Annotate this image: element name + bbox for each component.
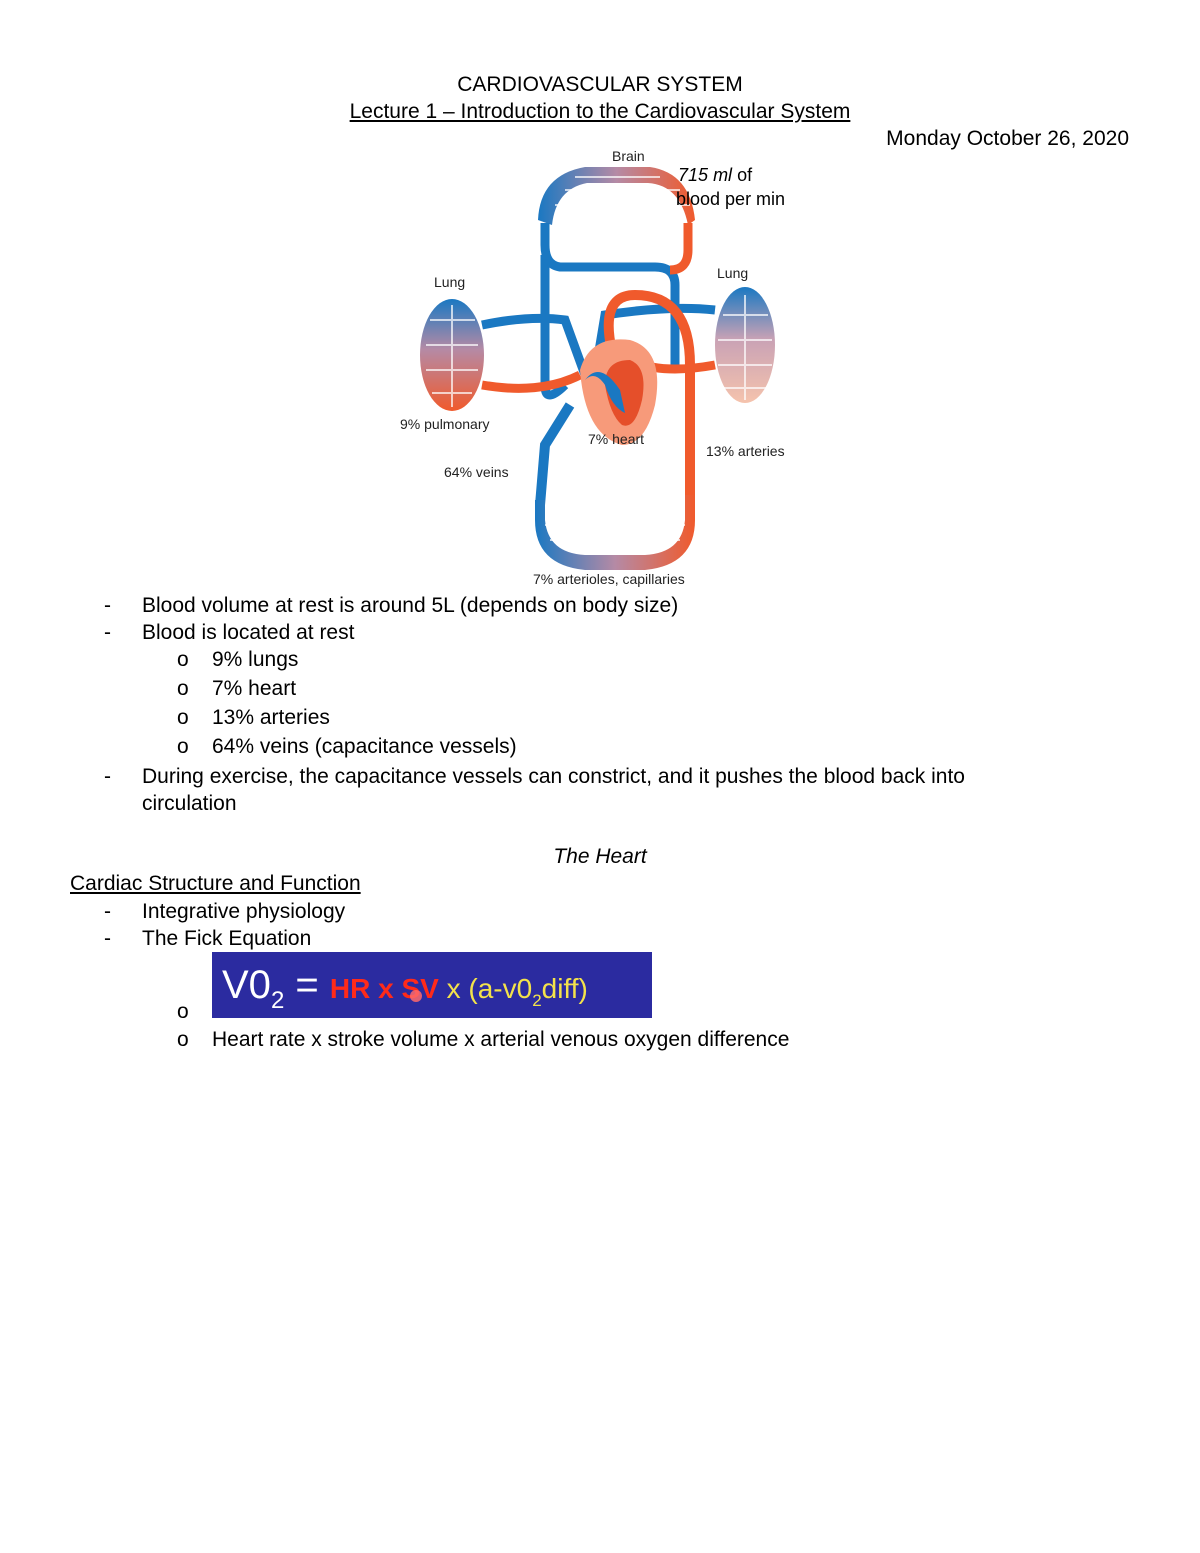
label-flow: 715 ml of [678,165,753,185]
list-item: - Blood is located at rest [104,621,355,644]
label-flow-line2: blood per min [676,189,785,209]
pulmonary-artery-left [481,313,590,377]
document-title: CARDIOVASCULAR SYSTEM [457,73,743,96]
list-item: - During exercise, the capacitance vesse… [104,765,965,788]
sub-list-item: o [177,1000,189,1023]
label-lung-left: Lung [434,274,465,290]
list-item: - Blood volume at rest is around 5L (dep… [104,594,679,617]
label-veins: 64% veins [444,464,509,480]
pulmonary-vein-left [481,370,583,393]
vena-cava [535,402,575,506]
sub-list-item: o 9% lungs [177,648,299,671]
label-lung-right: Lung [717,265,748,281]
left-lung [420,299,484,411]
brain-capillaries [538,167,695,225]
sub-list-item: o 64% veins (capacitance vessels) [177,735,517,758]
heart [580,339,658,445]
list-item: - Integrative physiology [104,900,346,923]
aorta [603,289,695,495]
lecture-date: Monday October 26, 2020 [886,127,1129,150]
fick-equation-image: V02 = HR x SV x (a-v02diff) [212,952,652,1018]
brain-artery [669,223,693,275]
sub-list-item: o 13% arteries [177,706,330,729]
cursor-dot-icon [410,990,422,1002]
section-heading: Cardiac Structure and Function [70,872,361,895]
section-title: The Heart [553,845,647,868]
brain-vein [540,223,680,365]
right-lung [715,287,775,403]
label-heart: 7% heart [588,431,644,447]
list-item: - The Fick Equation [104,927,312,950]
sub-list-item: o 7% heart [177,677,297,700]
label-pulmonary: 9% pulmonary [400,416,490,432]
lecture-title: Lecture 1 – Introduction to the Cardiova… [349,100,851,123]
circulation-diagram: Brain 715 ml of blood per min Lung Lung … [400,148,785,587]
label-brain: Brain [612,148,645,164]
systemic-capillaries [535,495,695,570]
sub-list-item: o Heart rate x stroke volume x arterial … [177,1028,790,1051]
label-capillaries: 7% arterioles, capillaries [533,571,685,587]
list-item-continuation: circulation [142,792,237,815]
label-arteries: 13% arteries [706,443,785,459]
